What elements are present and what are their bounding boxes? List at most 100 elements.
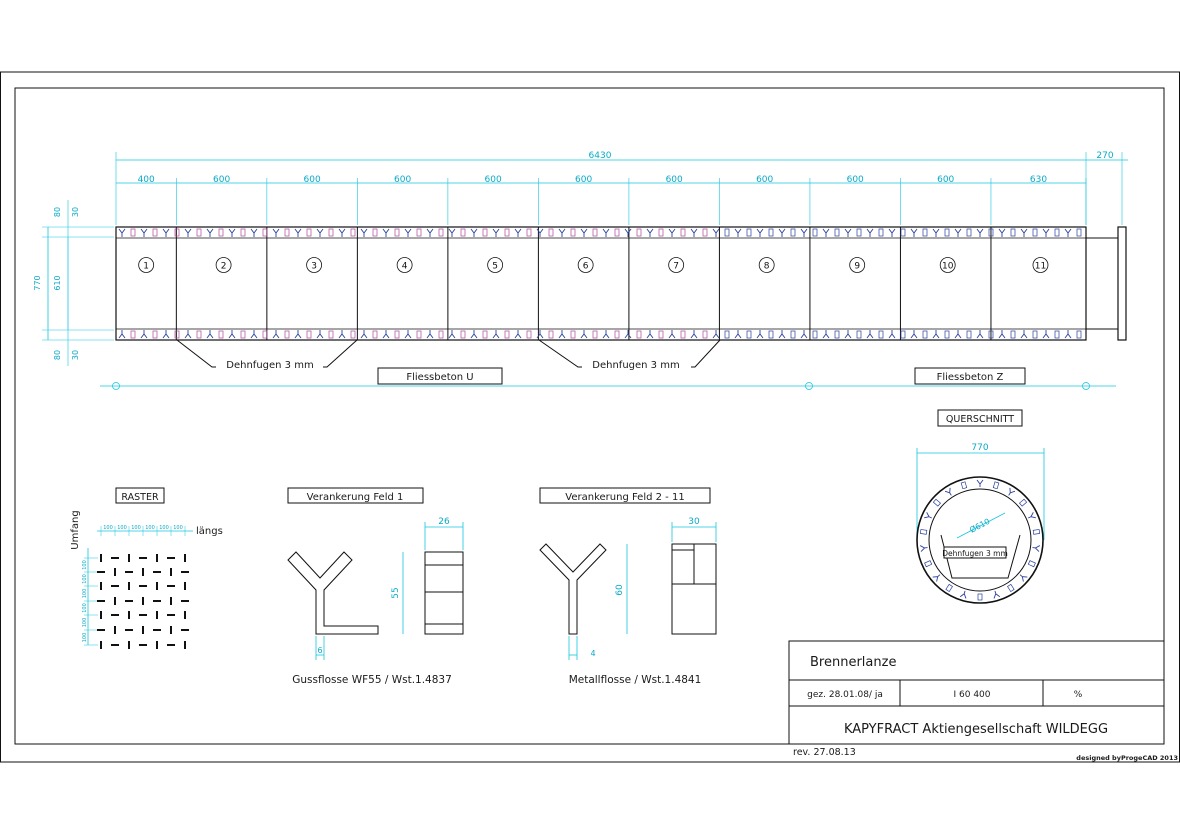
anchor-symbol — [746, 228, 752, 237]
anchor1-side-view — [424, 551, 464, 635]
anchor-symbol — [482, 228, 488, 237]
expansion-joint-label-left: Dehnfugen 3 mm — [226, 360, 313, 371]
cs-joint-label: Dehnfugen 3 mm — [942, 549, 1008, 558]
anchor-symbol — [800, 228, 808, 237]
field-number: 8 — [764, 262, 770, 272]
anchor-symbol — [570, 228, 576, 237]
raster-h-spacing: 100 — [117, 525, 127, 531]
anchor-symbol — [382, 228, 390, 237]
anchor-symbol — [218, 330, 224, 339]
anchor-symbol — [614, 228, 620, 237]
cs-inner-diameter: Ø610 — [968, 516, 992, 535]
anchor-symbol — [140, 228, 148, 237]
anchor-symbol — [1032, 330, 1038, 339]
anchor-symbol — [548, 330, 554, 339]
drawing-frame — [14, 87, 1165, 745]
anchor-symbol — [130, 330, 136, 339]
anchor-symbol — [470, 330, 478, 339]
anchor1-title-box — [287, 487, 424, 504]
cs-anchor — [919, 545, 928, 552]
anchor-symbol — [1054, 330, 1060, 339]
raster-h-spacing: 100 — [103, 525, 113, 531]
cs-inner-dim-line — [956, 512, 1006, 539]
cs-anchor — [993, 590, 1001, 599]
cs-anchor — [1019, 498, 1028, 507]
anchor2-title: Verankerung Feld 2 - 11 — [565, 492, 684, 503]
anchor-symbol — [416, 228, 422, 237]
anchor-symbol — [734, 330, 742, 339]
anchor-symbol — [272, 228, 280, 237]
cs-outer-ring — [916, 476, 1044, 604]
cs-anchor — [945, 583, 953, 593]
anchor-symbol — [790, 228, 796, 237]
anchor-symbol — [712, 228, 720, 237]
anchor-symbol — [1076, 330, 1082, 339]
raster-v-spacing: 100 — [82, 589, 88, 599]
field-number: 3 — [311, 262, 317, 272]
field-number-circle — [396, 257, 413, 273]
anchor-symbol — [504, 330, 510, 339]
field-number-circle — [306, 257, 323, 273]
segment-length-label: 600 — [756, 175, 773, 185]
cs-anchor — [944, 487, 952, 496]
anchor-symbol — [988, 330, 994, 339]
field-number-circle — [215, 257, 232, 273]
field-number-circle — [939, 257, 956, 273]
anchor-symbol — [1020, 228, 1028, 237]
cs-anchor-box — [945, 583, 953, 593]
cs-anchor — [1027, 560, 1036, 568]
cs-anchor-box — [924, 560, 933, 568]
anchor-symbol — [856, 330, 862, 339]
anchor-field1-view: Verankerung Feld 1 26 55 6 Gussflosse WF… — [287, 487, 464, 686]
anchor-symbol — [1020, 330, 1028, 339]
cs-anchor — [1032, 529, 1041, 535]
cs-anchor-y — [976, 479, 984, 487]
cross-section-title-box — [937, 409, 1023, 427]
anchor-symbol — [1010, 228, 1016, 237]
anchor1-width: 26 — [438, 517, 450, 527]
anchor-symbol — [592, 228, 598, 237]
anchor-symbol — [778, 330, 786, 339]
cs-anchor — [1028, 512, 1036, 519]
anchor-symbol — [724, 228, 730, 237]
cs-anchor-box — [1032, 529, 1041, 535]
anchor-symbol — [250, 228, 258, 237]
anchor-symbol — [118, 330, 126, 339]
anchor2-title-box — [539, 487, 711, 504]
cross-section-view: QUERSCHNITT 770 Ø610 Dehnfugen 3 mm — [916, 409, 1045, 604]
cs-anchor-box — [1007, 583, 1015, 593]
anchor-symbol — [228, 228, 236, 237]
segment-length-label: 600 — [394, 175, 411, 185]
anchor-symbol — [360, 330, 368, 339]
anchor-symbol — [668, 330, 676, 339]
anchor1-height: 55 — [391, 587, 401, 598]
anchor-symbol — [998, 228, 1006, 237]
anchor-symbol — [1010, 330, 1016, 339]
anchor-symbol — [284, 330, 290, 339]
anchor-symbol — [844, 330, 852, 339]
anchor-symbol — [658, 228, 664, 237]
cs-anchor — [932, 574, 941, 582]
cs-anchor-y — [1028, 512, 1036, 519]
field-number: 7 — [673, 262, 679, 272]
field-number-circle — [668, 257, 685, 273]
anchor-symbol — [658, 330, 664, 339]
anchor-symbol — [602, 330, 610, 339]
raster-grid — [97, 554, 189, 649]
cs-anchor — [960, 481, 968, 490]
anchor-symbol — [448, 228, 456, 237]
anchor-symbol — [778, 228, 786, 237]
field-number: 10 — [942, 262, 954, 272]
anchor-symbol — [988, 228, 994, 237]
raster-title: RASTER — [121, 492, 159, 503]
drawing-name: Brennerlanze — [810, 655, 896, 670]
anchor1-cast-fin — [287, 551, 379, 635]
anchor2-height: 60 — [615, 584, 625, 596]
anchor-symbol — [558, 228, 566, 237]
anchor-symbol — [646, 228, 654, 237]
anchor-symbol — [162, 330, 170, 339]
anchor-symbol — [184, 228, 192, 237]
lance-outline — [115, 226, 1087, 341]
